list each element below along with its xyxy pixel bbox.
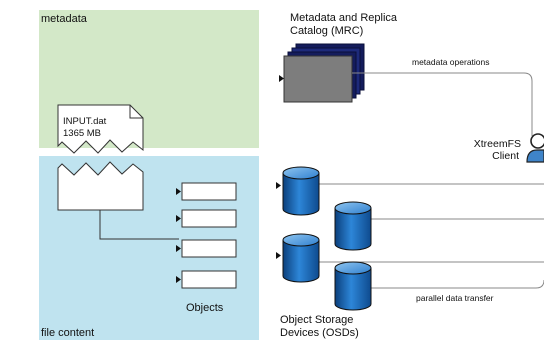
object-block <box>176 239 237 258</box>
file-name: INPUT.dat <box>63 116 107 127</box>
mrc-title-line2: Catalog (MRC) <box>290 25 363 37</box>
mrc-title-line1: Metadata and Replica <box>290 12 398 24</box>
object-block <box>176 209 237 228</box>
parallel-data-transfer-label: parallel data transfer <box>416 293 494 303</box>
file-to-objects-connector <box>99 210 179 240</box>
object-blocks <box>176 182 237 289</box>
client-user-icon <box>526 133 544 163</box>
osd-cylinder-icon <box>334 261 372 311</box>
objects-label: Objects <box>186 302 224 314</box>
osd-cylinder-icon <box>276 233 320 283</box>
file-content-region-label: file content <box>41 327 94 339</box>
file-size: 1365 MB <box>63 128 101 139</box>
metadata-operations-label: metadata operations <box>412 57 490 67</box>
parallel-data-transfer-links <box>300 183 544 289</box>
mrc-server-stack-icon <box>279 43 365 103</box>
osd-title-line2: Devices (OSDs) <box>280 327 359 339</box>
metadata-region-label: metadata <box>41 13 88 25</box>
osd-cylinder-icon <box>334 201 372 251</box>
osd-cylinder-icon <box>276 166 320 216</box>
file-document-icon <box>57 104 144 211</box>
client-title-line2: Client <box>492 150 519 162</box>
object-block <box>176 182 237 201</box>
client-title-line1: XtreemFS <box>474 138 521 150</box>
metadata-operations-link <box>352 72 533 136</box>
object-block <box>176 270 237 289</box>
osd-title-line1: Object Storage <box>280 314 353 326</box>
osd-storage-icons <box>276 166 372 311</box>
